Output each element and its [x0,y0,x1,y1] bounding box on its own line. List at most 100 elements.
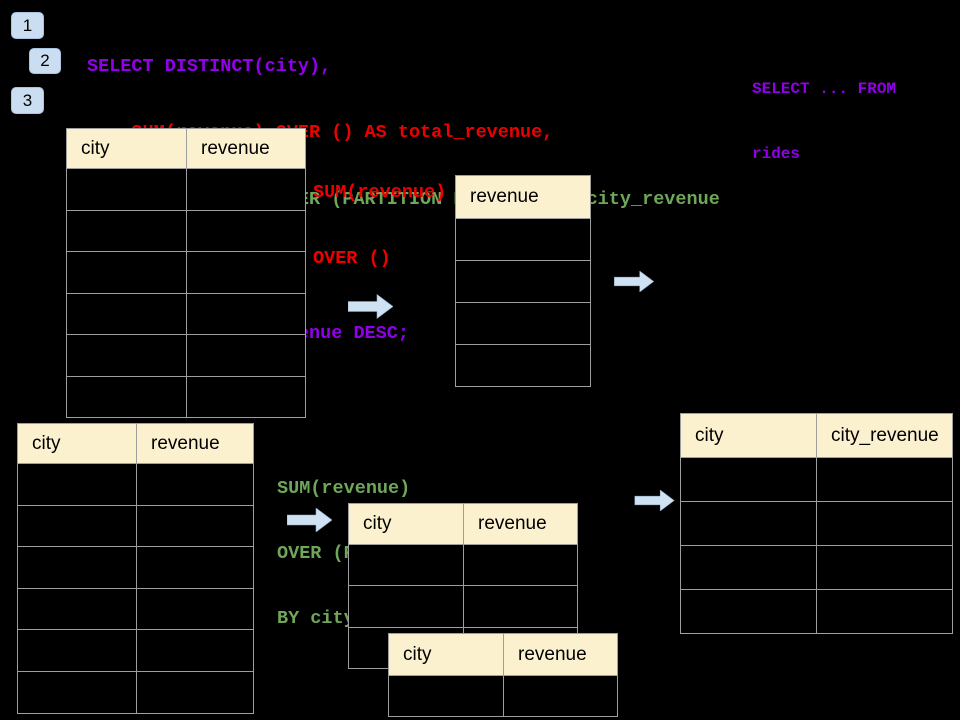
table-row [66,292,306,335]
table-row [17,587,254,631]
empty-cell [136,587,254,631]
table-row [680,545,953,590]
table-partition-step-overlay: city revenue [388,633,618,717]
empty-cell [136,546,254,589]
empty-cell [816,589,953,634]
arrow-right-icon [634,490,675,511]
table-rides-source-top: city revenue [66,128,306,418]
empty-cell [66,168,187,211]
table-row [66,168,306,211]
empty-cell [186,251,306,294]
empty-cell [186,209,306,252]
table-header-row: city revenue [348,503,578,545]
empty-cell [455,344,591,387]
empty-cell [816,501,953,546]
table-header-row: city revenue [17,423,254,464]
empty-cell [680,457,817,502]
empty-cell [66,375,187,418]
empty-cell [17,546,137,589]
table-row [348,585,578,628]
column-header-city: city [388,633,504,676]
empty-cell [136,504,254,548]
empty-cell [66,251,187,294]
step-badge-2: 2 [29,48,61,74]
annotation-partition-line-1: SUM(revenue) [277,477,411,499]
table-row [66,375,306,418]
empty-cell [136,670,254,714]
column-header-city: city [17,423,137,464]
column-header-city: city [66,128,187,169]
side-note-line-1: SELECT ... FROM [752,80,897,98]
table-row [455,302,591,345]
column-header-city-revenue: city_revenue [816,413,953,458]
column-header-revenue: revenue [503,633,618,676]
empty-cell [66,334,187,377]
empty-cell [17,504,137,548]
arrow-right-icon [348,294,393,319]
empty-cell [816,457,953,502]
table-row [348,543,578,587]
table-header-row: revenue [455,175,591,219]
empty-cell [348,585,464,628]
table-row [17,670,254,714]
annotation-total-line-1: SUM(revenue) [313,181,447,203]
table-row [66,209,306,252]
empty-cell [455,302,591,345]
annotation-total-line-2: OVER () [313,248,391,270]
column-header-city: city [348,503,464,545]
empty-cell [66,209,187,252]
side-note-select-from-rides: SELECT ... FROM rides [752,36,896,208]
sql-line-select: SELECT DISTINCT(city), [87,55,332,77]
empty-cell [186,168,306,211]
empty-cell [17,463,137,506]
empty-cell [186,334,306,377]
empty-cell [463,585,578,628]
column-header-city: city [680,413,817,458]
table-row [680,457,953,502]
empty-cell [348,543,464,587]
empty-cell [680,501,817,546]
table-row [455,218,591,261]
empty-cell [680,589,817,634]
empty-cell [455,260,591,303]
column-header-revenue: revenue [136,423,254,464]
annotation-sum-over-all: SUM(revenue) OVER () [313,137,446,315]
empty-cell [816,545,953,590]
table-row [17,629,254,672]
step-badge-1: 1 [11,12,44,39]
table-row [66,334,306,377]
arrow-right-icon [287,508,332,532]
empty-cell [186,292,306,335]
table-row [455,344,591,387]
empty-cell [388,675,504,717]
empty-cell [136,463,254,506]
table-row [680,589,953,634]
table-row [388,675,618,717]
empty-cell [17,670,137,714]
table-row [17,546,254,589]
empty-cell [463,543,578,587]
empty-cell [136,629,254,672]
empty-cell [17,587,137,631]
arrow-right-icon [614,271,655,292]
empty-cell [455,218,591,261]
table-city-revenue-result: city city_revenue [680,413,953,634]
empty-cell [17,629,137,672]
table-header-row: city revenue [66,128,306,169]
empty-cell [186,375,306,418]
table-row [680,501,953,546]
empty-cell [66,292,187,335]
column-header-revenue: revenue [455,175,591,219]
table-header-row: city city_revenue [680,413,953,458]
step-badge-3: 3 [11,87,44,114]
column-header-revenue: revenue [186,128,306,169]
table-row [17,463,254,506]
table-rides-source-bottom: city revenue [17,423,254,714]
empty-cell [680,545,817,590]
step-badge-3-label: 3 [22,90,33,110]
empty-cell [503,675,618,717]
table-row [455,260,591,303]
step-badge-1-label: 1 [22,15,33,35]
table-total-revenue-result: revenue [455,175,591,387]
